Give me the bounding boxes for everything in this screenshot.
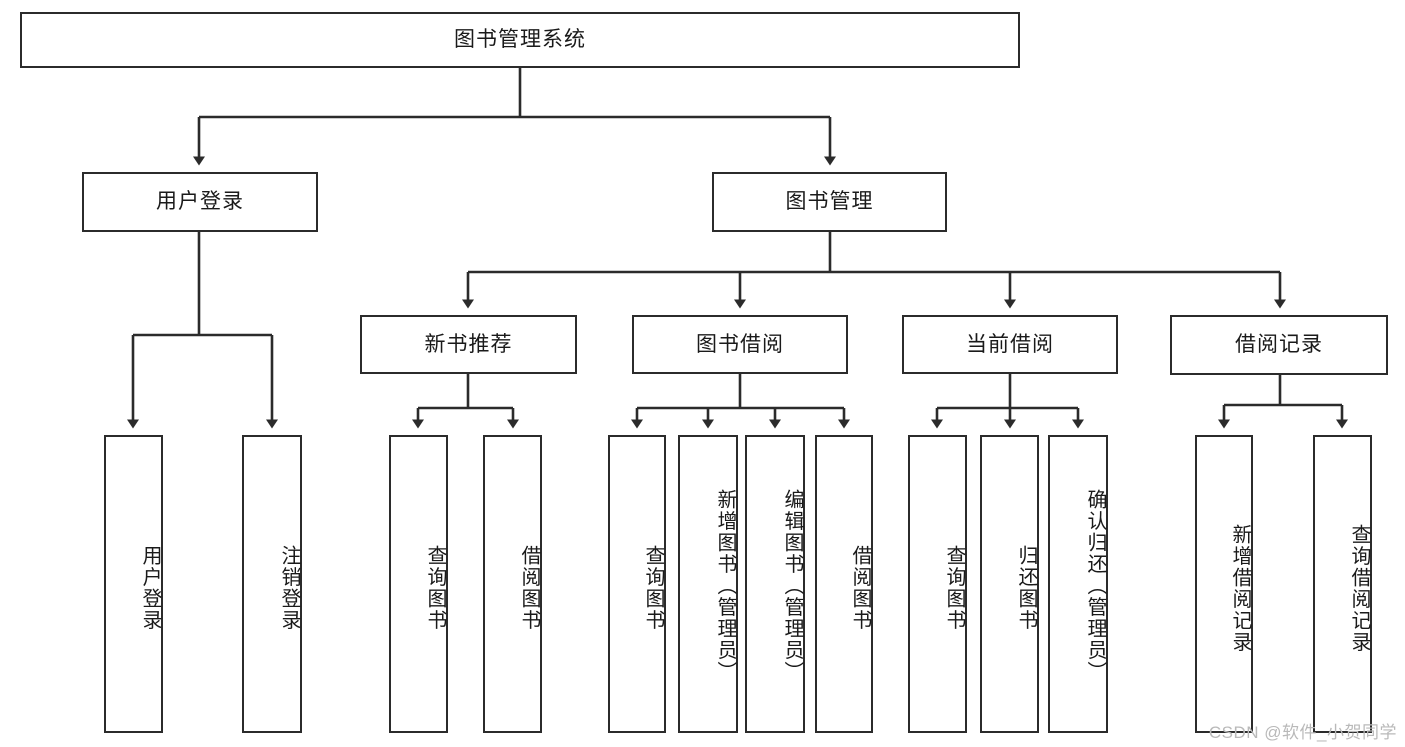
node-label: 归还图书 bbox=[1015, 545, 1037, 631]
node-borrow-record[interactable]: 借阅记录 bbox=[1170, 315, 1388, 375]
node-label: 图书管理 bbox=[785, 190, 874, 214]
leaf-borrow-book-recommend[interactable]: 借阅图书 bbox=[483, 435, 542, 733]
leaf-edit-book-admin[interactable]: 编辑图书（管理员） bbox=[745, 435, 805, 733]
node-label: 新书推荐 bbox=[424, 332, 513, 356]
leaf-add-borrow-record[interactable]: 新增借阅记录 bbox=[1195, 435, 1253, 733]
node-current-borrow[interactable]: 当前借阅 bbox=[902, 315, 1118, 374]
node-root-system[interactable]: 图书管理系统 bbox=[20, 12, 1020, 68]
node-label: 查询图书 bbox=[943, 545, 965, 631]
node-label: 图书管理系统 bbox=[454, 28, 586, 52]
leaf-query-book-borrow[interactable]: 查询图书 bbox=[608, 435, 666, 733]
node-label: 确认归还（管理员） bbox=[1084, 489, 1106, 683]
leaf-logout[interactable]: 注销登录 bbox=[242, 435, 302, 733]
node-user-login[interactable]: 用户登录 bbox=[82, 172, 318, 232]
node-label: 编辑图书（管理员） bbox=[781, 489, 803, 683]
leaf-borrow-book[interactable]: 借阅图书 bbox=[815, 435, 873, 733]
node-label: 借阅图书 bbox=[518, 545, 540, 631]
node-label: 用户登录 bbox=[156, 190, 244, 214]
leaf-query-borrow-record[interactable]: 查询借阅记录 bbox=[1313, 435, 1372, 733]
leaf-add-book-admin[interactable]: 新增图书（管理员） bbox=[678, 435, 738, 733]
node-label: 注销登录 bbox=[278, 545, 300, 631]
leaf-query-book-current[interactable]: 查询图书 bbox=[908, 435, 967, 733]
node-label: 新增借阅记录 bbox=[1229, 523, 1251, 653]
node-label: 查询借阅记录 bbox=[1348, 523, 1370, 653]
leaf-return-book[interactable]: 归还图书 bbox=[980, 435, 1039, 733]
node-new-book-recommend[interactable]: 新书推荐 bbox=[360, 315, 577, 374]
node-book-management[interactable]: 图书管理 bbox=[712, 172, 947, 232]
node-book-borrow[interactable]: 图书借阅 bbox=[632, 315, 848, 374]
leaf-confirm-return-admin[interactable]: 确认归还（管理员） bbox=[1048, 435, 1108, 733]
leaf-user-login[interactable]: 用户登录 bbox=[104, 435, 163, 733]
node-label: 借阅图书 bbox=[849, 545, 871, 631]
node-label: 新增图书（管理员） bbox=[714, 489, 736, 683]
csdn-watermark: CSDN @软件_小贺同学 bbox=[1208, 723, 1397, 742]
node-label: 图书借阅 bbox=[696, 332, 784, 356]
node-label: 用户登录 bbox=[139, 545, 161, 631]
node-label: 当前借阅 bbox=[966, 332, 1054, 356]
node-label: 查询图书 bbox=[424, 545, 446, 631]
leaf-query-book-recommend[interactable]: 查询图书 bbox=[389, 435, 448, 733]
node-label: 借阅记录 bbox=[1235, 333, 1323, 357]
node-label: 查询图书 bbox=[642, 545, 664, 631]
